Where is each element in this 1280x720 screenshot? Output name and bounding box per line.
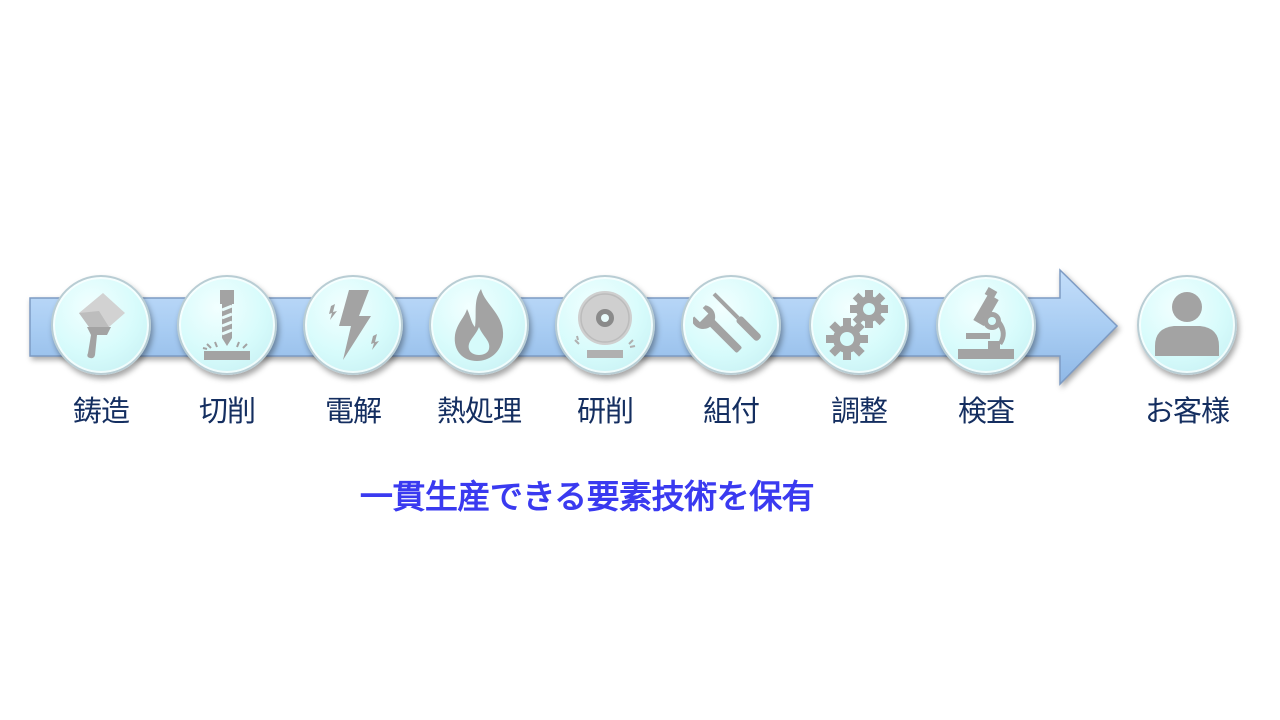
step-assembly: 組付	[679, 275, 783, 427]
person-icon	[1152, 290, 1222, 360]
step-electrolysis: 電解	[301, 275, 405, 427]
casting-ladle-icon	[69, 289, 133, 361]
step-label: 電解	[324, 394, 382, 428]
lightning-icon	[321, 288, 385, 362]
tagline: 一貫生産できる要素技術を保有	[359, 477, 815, 516]
step-cutting: 切削	[175, 275, 279, 427]
step-label: 鋳造	[72, 394, 130, 428]
step-customer: お客様	[1135, 275, 1239, 427]
drill-bit-icon	[195, 288, 259, 362]
step-circle	[177, 275, 277, 375]
step-label: 検査	[957, 394, 1015, 428]
step-circle	[809, 275, 909, 375]
step-circle	[555, 275, 655, 375]
step-label: 調整	[830, 394, 888, 428]
gears-icon	[823, 287, 895, 363]
step-circle	[429, 275, 529, 375]
step-label: 熱処理	[436, 394, 522, 428]
step-circle	[303, 275, 403, 375]
step-circle	[936, 275, 1036, 375]
step-casting: 鋳造	[49, 275, 153, 427]
step-circle	[1137, 275, 1237, 375]
step-adjustment: 調整	[807, 275, 911, 427]
wrench-screwdriver-icon	[693, 287, 769, 363]
step-grinding: 研削	[553, 275, 657, 427]
step-label: 切削	[198, 394, 256, 428]
flame-icon	[449, 287, 509, 363]
step-label: お客様	[1144, 394, 1230, 428]
microscope-icon	[952, 287, 1020, 363]
step-label: 研削	[576, 394, 634, 428]
step-circle	[51, 275, 151, 375]
step-heat-treatment: 熱処理	[427, 275, 531, 427]
step-inspection: 検査	[934, 275, 1038, 427]
grinding-wheel-icon	[569, 290, 641, 360]
step-label: 組付	[702, 394, 760, 428]
step-circle	[681, 275, 781, 375]
